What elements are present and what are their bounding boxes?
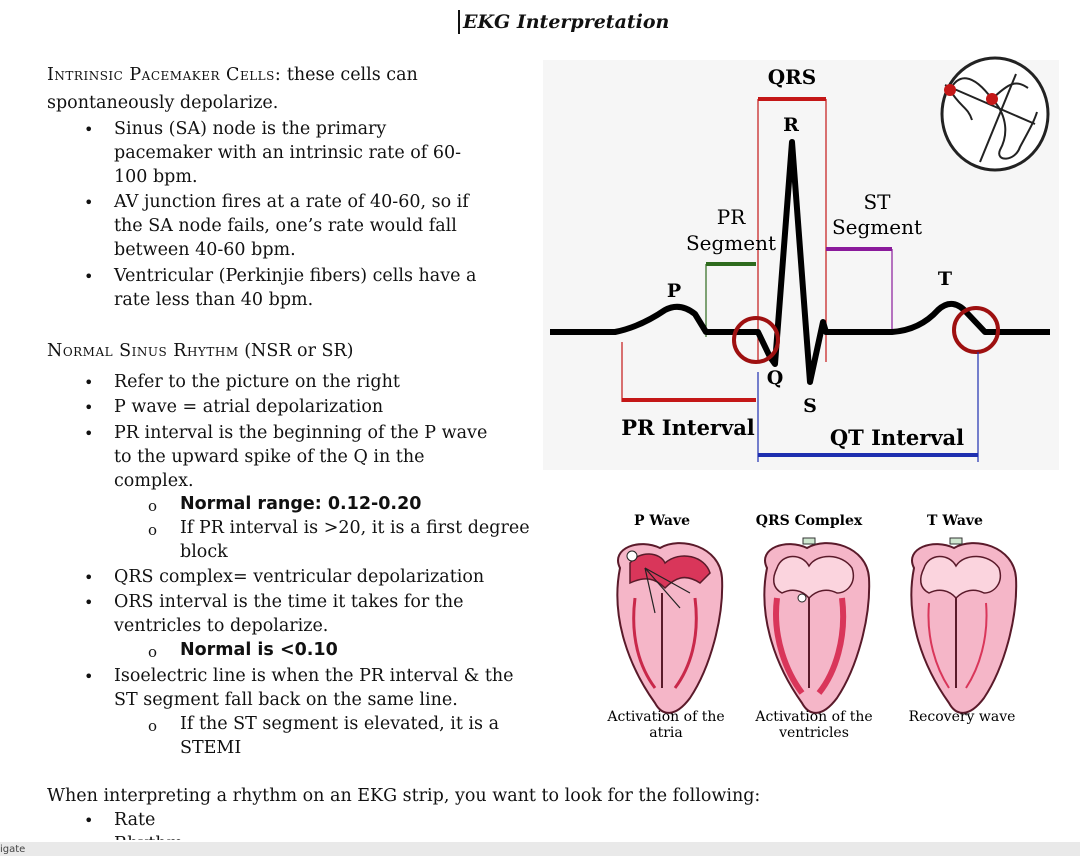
pr-segment-label-2: Segment <box>686 231 776 255</box>
bullet-dot: • <box>84 667 94 686</box>
section2-heading-rest: (NSR or SR) <box>238 341 354 361</box>
t-label: T <box>938 268 952 290</box>
bullet-dot: • <box>84 568 94 587</box>
list-item: between 40-60 bpm. <box>114 240 296 260</box>
sub-list-item: Normal is <0.10 <box>180 638 338 662</box>
heart-recovery-image <box>910 537 1018 714</box>
qt-interval-label: QT Interval <box>830 425 964 450</box>
list-item: ORS interval is the time it takes for th… <box>114 592 464 612</box>
heart-label-t-wave: T Wave <box>927 513 983 529</box>
list-item: AV junction fires at a rate of 40-60, so… <box>114 192 469 212</box>
page-title: EKG Interpretation <box>458 10 669 34</box>
bullet-dot: • <box>84 120 94 139</box>
heart-caption-2b: ventricles <box>778 725 849 741</box>
normal-range-text: Normal range: 0.12-0.20 <box>180 494 422 514</box>
sub-list-item: block <box>180 542 228 562</box>
heart-label-qrs-complex: QRS Complex <box>756 513 863 529</box>
st-segment-label-2: Segment <box>832 215 922 239</box>
bullet-dot: • <box>84 193 94 212</box>
heart-atria-image <box>616 542 724 714</box>
p-label: P <box>667 280 681 302</box>
list-item: Sinus (SA) node is the primary <box>114 119 387 139</box>
s-label: S <box>803 395 817 417</box>
sub-bullet-circle: o <box>148 521 158 539</box>
list-item: pacemaker with an intrinsic rate of 60- <box>114 143 462 163</box>
list-item: the SA node fails, one’s rate would fall <box>114 216 457 236</box>
bullet-dot: • <box>84 398 94 417</box>
section1-line2: spontaneously depolarize. <box>47 93 279 113</box>
heart-caption-1b: atria <box>649 725 683 741</box>
heart-caption-2a: Activation of the <box>754 709 872 725</box>
qrs-label: QRS <box>768 65 817 89</box>
section2-heading-line: Normal Sinus Rhythm (NSR or SR) <box>47 339 354 363</box>
heart-caption-3a: Recovery wave <box>909 709 1016 725</box>
list-item: rate less than 40 bpm. <box>114 290 314 310</box>
list-item: Ventricular (Perkinjie fibers) cells hav… <box>114 266 477 286</box>
section1-heading-rest: these cells can <box>281 65 418 85</box>
sub-bullet-circle: o <box>148 497 158 515</box>
list-item: P wave = atrial depolarization <box>114 397 384 417</box>
st-segment-label-1: ST <box>863 190 891 214</box>
list-item: complex. <box>114 471 194 491</box>
heart-label-p-wave: P Wave <box>634 513 690 529</box>
list-item: 100 bpm. <box>114 167 198 187</box>
q-label: Q <box>767 367 784 389</box>
heart-conduction-icon <box>940 56 1050 172</box>
bullet-dot: • <box>84 267 94 286</box>
ekg-diagram: QRS R PR Segment ST Segment P T Q S PR I… <box>543 56 1059 470</box>
section1-heading-line: Intrinsic Pacemaker Cells: these cells c… <box>47 63 418 87</box>
list-item: Isoelectric line is when the PR interval… <box>114 666 514 686</box>
isoelectric-circle-left <box>732 316 780 364</box>
sub-list-item: If PR interval is >20, it is a first deg… <box>180 518 530 538</box>
bullet-dot: • <box>84 424 94 443</box>
pr-segment-label-1: PR <box>717 205 746 229</box>
list-item: Refer to the picture on the right <box>114 372 400 392</box>
r-label: R <box>783 114 799 136</box>
list-item: Rate <box>114 810 156 830</box>
normal-qrs-text: Normal is <0.10 <box>180 640 338 660</box>
list-item: ST segment fall back on the same line. <box>114 690 458 710</box>
sub-list-item: If the ST segment is elevated, it is a <box>180 714 500 734</box>
status-bar <box>0 842 1080 856</box>
ekg-waveform <box>550 139 1050 385</box>
sub-bullet-circle: o <box>148 717 158 735</box>
bullet-dot: • <box>84 811 94 830</box>
list-item-cutoff: Rhythm <box>114 832 183 840</box>
heart-caption-1a: Activation of the <box>606 709 724 725</box>
section1-heading: Intrinsic Pacemaker Cells: <box>47 65 282 85</box>
bullet-dot: • <box>84 593 94 612</box>
pr-interval-label: PR Interval <box>621 415 755 440</box>
section2-heading: Normal Sinus Rhythm <box>47 341 239 361</box>
sub-list-item: STEMI <box>180 738 242 758</box>
status-bar-text: igate <box>0 844 26 855</box>
heart-activation-panels: P Wave QRS Complex T Wave Activation of … <box>606 513 1018 741</box>
list-item: ventricles to depolarize. <box>114 616 329 636</box>
list-item: PR interval is the beginning of the P wa… <box>114 423 488 443</box>
list-item: to the upward spike of the Q in the <box>114 447 425 467</box>
isoelectric-circle-right <box>952 306 1000 354</box>
sub-bullet-circle: o <box>148 643 158 661</box>
sub-list-item: Normal range: 0.12-0.20 <box>180 492 421 516</box>
list-item: QRS complex= ventricular depolarization <box>114 567 485 587</box>
heart-ventricles-image <box>763 537 871 714</box>
closing-line: When interpreting a rhythm on an EKG str… <box>47 786 761 806</box>
bullet-dot: • <box>84 373 94 392</box>
